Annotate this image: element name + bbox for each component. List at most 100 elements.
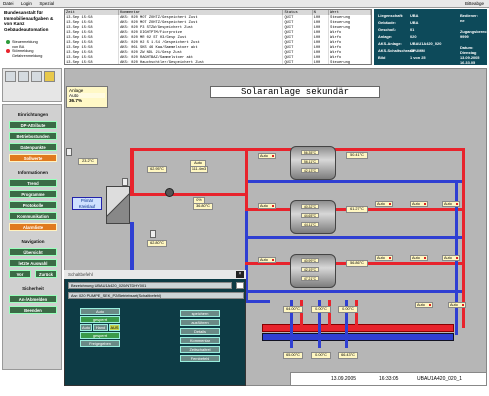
- temp-value-6[interactable]: 36.80°C: [193, 203, 213, 210]
- menu-right[interactable]: Bitteabge: [464, 1, 484, 6]
- auto-toggle[interactable]: Auto: [442, 201, 460, 207]
- freigegeben-button[interactable]: Freigegeben: [80, 340, 120, 347]
- temp-value-2[interactable]: 62.95°C: [147, 166, 167, 173]
- temp-bottom-3[interactable]: 0.00°C: [338, 306, 358, 313]
- alarm-cell-status: QUIT: [282, 55, 313, 60]
- vor-button[interactable]: Vor: [9, 270, 31, 278]
- chart-icon[interactable]: [18, 71, 29, 82]
- auto-toggle[interactable]: Auto: [375, 201, 393, 207]
- flow-value[interactable]: 111.4m3: [190, 166, 208, 173]
- storage-tank-3[interactable]: 40.99°C 42.19°C 47.21°C: [290, 254, 336, 288]
- alarm-column-header[interactable]: Kommentar: [118, 10, 284, 15]
- nav-button-trend[interactable]: Trend: [9, 179, 57, 187]
- info-label: Gebäude:: [378, 20, 396, 25]
- temp-value-7[interactable]: 62.80°C: [147, 240, 167, 247]
- temp-value-1[interactable]: 23.2°C: [78, 158, 98, 165]
- note-icon[interactable]: [44, 71, 55, 82]
- alarm-cell-status: QUIT: [282, 15, 313, 20]
- nav-button-1[interactable]: letzte Auswahl: [9, 259, 57, 267]
- info-label: Liegenschaft:: [378, 13, 404, 18]
- auto-toggle[interactable]: Auto: [258, 153, 276, 159]
- alarm-column-header[interactable]: Status: [282, 10, 313, 15]
- nav-button-sollwerte[interactable]: Sollwerte: [9, 154, 57, 162]
- nav-button-an-abmelden[interactable]: An-/Abmelden: [9, 295, 57, 303]
- fernbefehl-button[interactable]: Fernbefehl: [180, 355, 220, 362]
- auto-button[interactable]: Auto: [80, 324, 92, 331]
- pipe: [318, 300, 321, 348]
- auto-toggle[interactable]: Auto: [448, 302, 466, 308]
- nav-button-0[interactable]: Übersicht: [9, 248, 57, 256]
- tank1-temp-top: 56.35°C: [301, 150, 319, 155]
- alarm-column-header[interactable]: Wert: [328, 10, 371, 15]
- temp-right-1[interactable]: 50.41°C: [346, 152, 368, 159]
- zurueck-button[interactable]: Zurück: [35, 270, 57, 278]
- menu-spezial[interactable]: Spezial: [39, 1, 55, 6]
- hand-button[interactable]: Hand: [93, 324, 108, 331]
- nav-button-alarmliste[interactable]: Alarmliste: [9, 223, 57, 231]
- status-id: UBAU1A420_020_1: [417, 376, 463, 382]
- pipe: [130, 222, 134, 302]
- nav-button-datenpunkte[interactable]: Datenpunkte: [9, 143, 57, 151]
- nav-button-dp-attribute[interactable]: DP-Attribute: [9, 121, 57, 129]
- alarm-column-header[interactable]: Zeit: [65, 10, 120, 15]
- auto-toggle[interactable]: Auto: [410, 255, 428, 261]
- primaer-kreislauf-button[interactable]: Primär Kreislauf: [72, 197, 102, 210]
- auto-toggle[interactable]: Auto: [258, 203, 276, 209]
- nav-button-programme[interactable]: Programme: [9, 190, 57, 198]
- nav-button-beenden[interactable]: Beenden: [9, 306, 57, 314]
- gesperrt-button[interactable]: gesperrt: [80, 332, 120, 339]
- details-button[interactable]: Details: [180, 328, 220, 335]
- temp-lower-3[interactable]: 66.43°C: [338, 352, 358, 359]
- nav-group-heading: Sicherheit: [22, 286, 44, 291]
- temp-lower-2[interactable]: 0.00°C: [311, 352, 331, 359]
- auto-toggle[interactable]: Auto: [415, 302, 433, 308]
- menu-datei[interactable]: Datei: [3, 1, 14, 6]
- print-icon[interactable]: [5, 71, 16, 82]
- alarm-cell-n: 100: [312, 25, 330, 30]
- temp-lower-1[interactable]: 65.00°C: [283, 352, 303, 359]
- nav-group-heading: Einrichtungen: [17, 112, 49, 117]
- status-bar: 13.09.2005 16:33:05 UBAU1A420_020_1: [290, 372, 487, 386]
- menu-login[interactable]: Login: [20, 1, 32, 6]
- aus-button[interactable]: AUS: [109, 324, 120, 331]
- pump-icon[interactable]: [165, 188, 174, 197]
- kommentar-button[interactable]: Kommentar: [180, 337, 220, 344]
- dialog-icon-button[interactable]: [236, 282, 244, 289]
- temp-bottom-1[interactable]: 64.00°C: [283, 306, 303, 313]
- folder-icon[interactable]: [31, 71, 42, 82]
- zeitschalt-button[interactable]: Zeitschaltrel: [180, 346, 220, 353]
- temp-bottom-2[interactable]: 0.00°C: [311, 306, 331, 313]
- auto-toggle[interactable]: Auto: [375, 255, 393, 261]
- alarm-column-header[interactable]: N: [312, 10, 330, 15]
- alarm-cell-wert: Wirfo: [328, 50, 371, 55]
- temp-right-3[interactable]: 56.86°C: [346, 260, 368, 267]
- storage-tank-1[interactable]: 56.35°C 56.11°C 42.13°C: [290, 146, 336, 180]
- close-icon[interactable]: ×: [236, 271, 244, 278]
- info-right-label: Datum:: [460, 45, 474, 50]
- nav-button-betriebsstunden[interactable]: Betriebsstunden: [9, 132, 57, 140]
- speichern-button[interactable]: speichern: [180, 310, 220, 317]
- nav-button-protokolle[interactable]: Protokolle: [9, 201, 57, 209]
- alarm-cell-n: 100: [312, 55, 330, 60]
- ausfuehren-button[interactable]: ausführen: [180, 319, 220, 326]
- auto-toggle[interactable]: Auto: [258, 257, 276, 263]
- heat-exchanger[interactable]: [106, 186, 130, 224]
- storage-tank-2[interactable]: 40.32°C 44.65°C 44.11°C: [290, 200, 336, 234]
- auto-toggle[interactable]: Auto: [410, 201, 428, 207]
- nav-button-kommunikation[interactable]: Kommunikation: [9, 212, 57, 220]
- temp-right-2[interactable]: 61.27°C: [346, 206, 368, 213]
- anlage-box[interactable]: Anlage Auto 36.7%: [66, 86, 108, 108]
- alarm-cell-komm: AKS: 020 MR 02 ST 03/Gesp Zust: [118, 35, 284, 40]
- auto-toggle[interactable]: Auto: [442, 255, 460, 261]
